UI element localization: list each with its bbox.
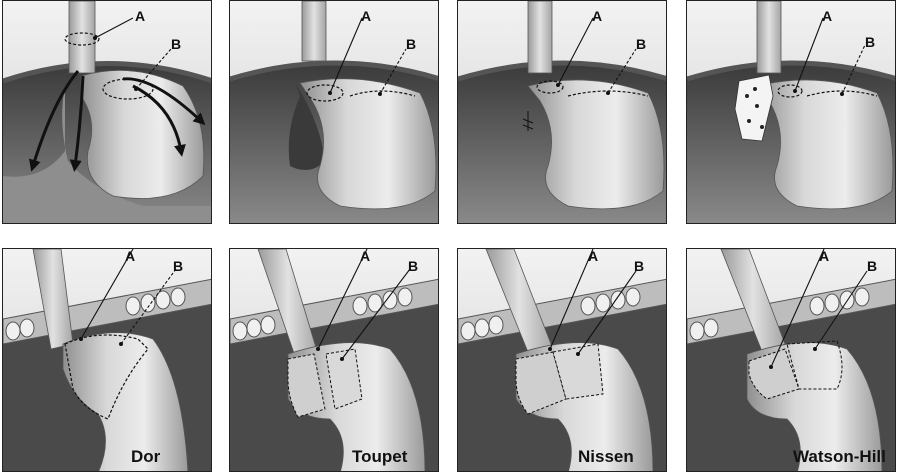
label-b: B: [634, 258, 644, 274]
procedure-caption: Watson-Hill: [793, 447, 886, 466]
label-a: A: [361, 8, 371, 24]
anatomy-illustration: A B: [3, 249, 211, 471]
label-b: B: [865, 34, 875, 50]
panel-dor: A B Dor: [2, 248, 212, 472]
panel-watson-hill: A B Watson-Hill: [686, 248, 896, 472]
anatomy-illustration: A B: [687, 249, 895, 471]
label-a: A: [588, 249, 598, 264]
panel-top-4: A B: [686, 0, 896, 224]
label-b: B: [173, 258, 183, 274]
label-a: A: [360, 249, 370, 264]
leader-a: [94, 17, 134, 39]
label-b: B: [408, 258, 418, 274]
leader-b: [135, 48, 172, 90]
region-a-outline: [64, 32, 100, 46]
mesh-patch: [734, 74, 774, 142]
anatomy-illustration: A B: [230, 1, 438, 223]
label-b: B: [406, 36, 416, 52]
panel-nissen: A B Nissen: [457, 248, 667, 472]
panel-top-3: A B: [457, 0, 667, 224]
panel-top-1: A B: [2, 0, 212, 224]
panel-toupet: A B Toupet: [229, 248, 439, 472]
procedure-caption: Toupet: [352, 447, 408, 466]
label-a: A: [819, 249, 829, 264]
anatomy-illustration: A B: [3, 1, 211, 223]
arrow-left: [29, 70, 80, 172]
anatomy-illustration: A B: [458, 249, 666, 471]
arrow-middle: [69, 75, 85, 172]
anatomy-illustration: A B: [458, 1, 666, 223]
panel-top-2: A B: [229, 0, 439, 224]
anatomy-illustration: A B: [230, 249, 438, 471]
label-b: B: [636, 36, 646, 52]
label-b: B: [867, 258, 877, 274]
label-a: A: [592, 8, 602, 24]
arrow-right-upper: [122, 77, 206, 126]
arrow-right-lower: [132, 84, 186, 157]
label-a: A: [125, 249, 135, 264]
anatomy-illustration: A B: [687, 1, 895, 223]
label-b: B: [171, 36, 181, 52]
procedure-caption: Dor: [131, 447, 161, 466]
label-a: A: [135, 8, 145, 24]
label-a: A: [822, 8, 832, 24]
procedure-caption: Nissen: [578, 447, 634, 466]
